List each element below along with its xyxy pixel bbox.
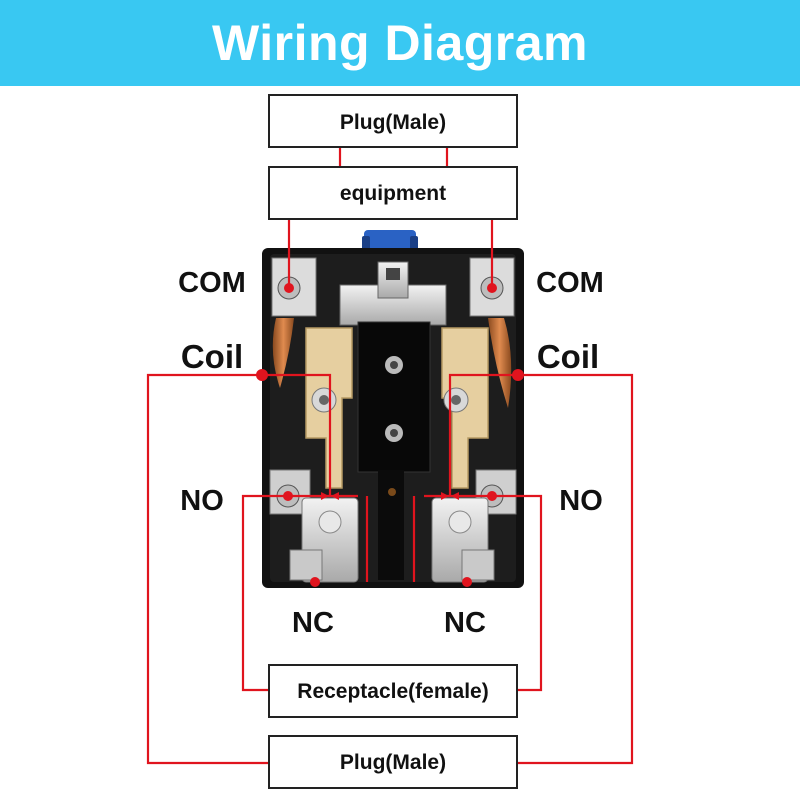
wire-coil-left-no [262,373,332,496]
center-slider [357,321,431,473]
junction-com-left [284,283,294,293]
box-plug-bottom-label: Plug(Male) [340,751,446,774]
box-plug-top: Plug(Male) [268,94,518,148]
wire-coil-left-plug [146,373,269,765]
relay-body [262,230,524,588]
wiring-diagram: Plug(Male) equipment Receptacle(female) … [146,94,634,789]
label-nc-left: NC [292,607,334,639]
junction-no-left [283,491,293,501]
label-com-left: COM [178,267,246,299]
junction-coil-right [512,369,524,381]
box-plug-top-label: Plug(Male) [340,111,446,134]
no-arrows [321,492,459,500]
wire-no-left-receptacle [241,494,288,692]
label-coil-right: Coil [537,338,599,375]
junction-coil-left [256,369,268,381]
wire-coil-right-no [448,373,518,496]
junction-com-right [487,283,497,293]
junction-nc-right [462,577,472,587]
label-com-right: COM [536,267,604,299]
label-no-left: NO [180,485,224,517]
header-banner: Wiring Diagram [0,0,800,86]
wire-coil-right-plug [517,373,634,765]
copper-coil-left [272,318,294,388]
box-plug-bottom: Plug(Male) [268,735,518,789]
junction-no-right [487,491,497,501]
wire-no-right-receptacle [492,494,543,692]
page-title: Wiring Diagram [211,15,589,71]
box-equipment-label: equipment [340,182,446,205]
wires [146,146,634,765]
box-receptacle: Receptacle(female) [268,664,518,718]
copper-coil-right [488,318,512,408]
junction-nc-left [310,577,320,587]
box-equipment: equipment [268,166,518,220]
label-no-right: NO [559,485,603,517]
box-receptacle-label: Receptacle(female) [297,680,488,703]
label-coil-left: Coil [181,338,243,375]
label-nc-right: NC [444,607,486,639]
wire-junctions [256,283,524,587]
